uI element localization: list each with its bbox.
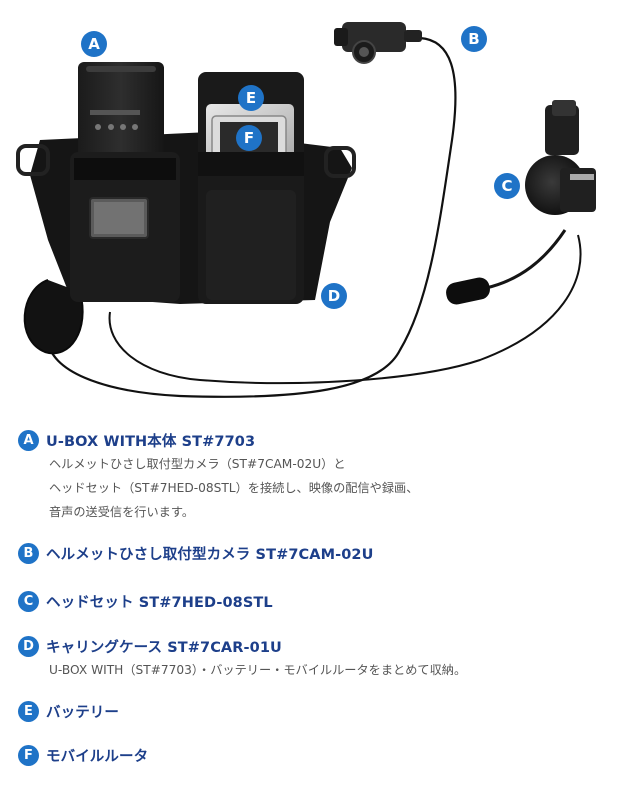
item-title: ヘルメットひさし取付型カメラ ST#7CAM-02U [46,546,374,563]
camera-cable [46,36,457,398]
helmet-camera [334,22,422,64]
callout-e: E [238,85,264,111]
item-c: C ヘッドセット ST#7HED-08STL [18,589,610,613]
item-title: キャリングケース ST#7CAR-01U [46,639,282,656]
strap-ring-right [324,146,356,178]
item-title: U-BOX WITH本体 ST#7703 [46,433,256,450]
item-e: E バッテリー [18,699,610,723]
callout-d: D [321,283,347,309]
item-badge: F [18,744,39,766]
item-title: ヘッドセット ST#7HED-08STL [46,594,273,611]
item-b: B ヘルメットひさし取付型カメラ ST#7CAM-02U [18,541,610,565]
item-badge: C [18,590,39,612]
strap-ring-left [16,144,50,176]
item-badge: A [18,429,39,451]
callout-c: C [494,173,520,199]
item-title: バッテリー [46,704,119,721]
item-a: A U-BOX WITH本体 ST#7703 ヘルメットひさし取付型カメラ（ST… [18,428,610,524]
callout-b: B [461,26,487,52]
item-f: F モバイルルータ [18,743,610,767]
item-badge: E [18,700,39,722]
item-d: D キャリングケース ST#7CAR-01U U-BOX WITH（ST#770… [18,634,610,682]
item-title: モバイルルータ [46,748,149,765]
lower-strap [23,279,84,355]
item-badge: B [18,542,39,564]
headset-cable [108,234,582,385]
callout-f: F [236,125,262,151]
item-description: ヘルメットひさし取付型カメラ（ST#7CAM-02U）と ヘッドセット（ST#7… [49,457,419,519]
product-illustration: A B C D E F [16,22,596,398]
item-description: U-BOX WITH（ST#7703）・バッテリー・モバイルルータをまとめて収納… [49,663,467,677]
product-photo [16,22,596,398]
headset [446,100,596,305]
callout-a: A [81,31,107,57]
ubox-unit [78,62,164,172]
item-badge: D [18,635,39,657]
